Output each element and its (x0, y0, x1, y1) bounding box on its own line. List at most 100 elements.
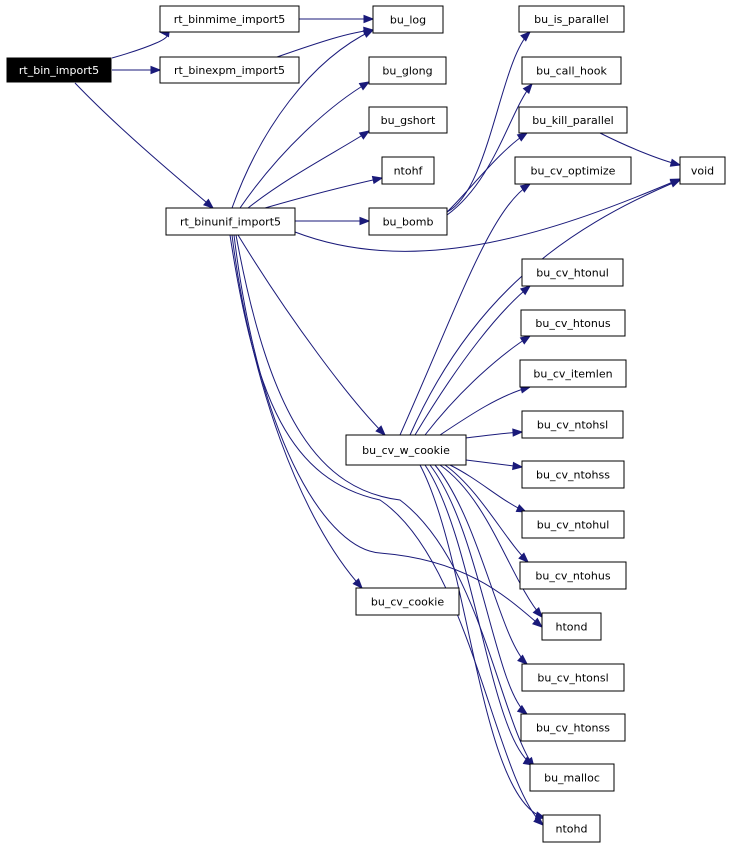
edge-line (424, 335, 531, 436)
node-bu-gshort[interactable]: bu_gshort (368, 106, 448, 134)
node-bu-log[interactable]: bu_log (372, 5, 444, 34)
arrowhead-icon (150, 65, 162, 75)
node-label: bu_cv_cookie (371, 596, 444, 609)
node-box (345, 434, 467, 466)
edge-line (264, 177, 383, 209)
edge-line (446, 31, 531, 213)
edge-bu_cv_w_cookie-to-bu_cv_htonul (414, 285, 532, 436)
arrowhead-icon (515, 504, 528, 513)
node-htond[interactable]: htond (541, 612, 602, 641)
arrowhead-icon (519, 183, 532, 193)
edge-line (231, 29, 374, 209)
edge-rt_binunif_import5-to-void (294, 178, 682, 252)
node-bu-cv-optimize[interactable]: bu_cv_optimize (514, 156, 632, 185)
node-bu-cv-w-cookie[interactable]: bu_cv_w_cookie (345, 434, 467, 466)
arrowhead-icon (669, 179, 682, 188)
node-bu-bomb[interactable]: bu_bomb (368, 207, 448, 236)
edge-rt_binunif_import5-to-bu_malloc (235, 234, 535, 769)
node-box (159, 56, 300, 84)
edge-rt_binunif_import5-to-bu_gshort (247, 130, 371, 209)
arrowhead-icon (519, 335, 532, 345)
node-bu-cv-htonul[interactable]: bu_cv_htonul (521, 258, 624, 287)
node-box (372, 5, 444, 34)
node-bu-cv-ntohul[interactable]: bu_cv_ntohul (521, 510, 625, 539)
node-label: bu_cv_itemlen (533, 368, 612, 381)
edge-rt_binmime_import5-to-bu_log (299, 14, 375, 24)
node-box (521, 56, 622, 85)
arrowhead-icon (203, 198, 215, 209)
node-bu-kill-parallel[interactable]: bu_kill_parallel (518, 106, 628, 134)
node-bu-cv-ntohsl[interactable]: bu_cv_ntohsl (521, 410, 624, 439)
node-bu-cv-htonus[interactable]: bu_cv_htonus (520, 309, 626, 337)
node-bu-cv-htonss[interactable]: bu_cv_htonss (520, 713, 626, 742)
node-label: bu_cv_htonss (536, 722, 610, 735)
arrowhead-icon (358, 81, 371, 91)
node-label: rt_binmime_import5 (174, 13, 285, 26)
node-ntohd[interactable]: ntohd (542, 814, 601, 843)
edge-line (419, 464, 546, 819)
edge-line (449, 464, 527, 513)
node-box (521, 258, 624, 287)
node-bu-is-parallel[interactable]: bu_is_parallel (518, 5, 625, 33)
node-void[interactable]: void (679, 156, 726, 185)
edge-line (247, 130, 370, 209)
node-bu-cv-ntohss[interactable]: bu_cv_ntohss (521, 460, 625, 489)
edge-line (294, 178, 681, 252)
node-label: bu_cv_ntohsl (537, 419, 608, 432)
arrowhead-icon (358, 130, 371, 140)
node-ntohf[interactable]: ntohf (381, 156, 435, 185)
edge-layer (74, 14, 682, 826)
node-bu-malloc[interactable]: bu_malloc (529, 763, 615, 792)
edge-rt_binunif_import5-to-ntohd (229, 234, 545, 826)
node-box (520, 713, 626, 742)
edge-bu_cv_w_cookie-to-ntohd (419, 464, 547, 820)
node-label: bu_cv_htonul (536, 267, 609, 280)
edge-rt_binunif_import5-to-bu_bomb (295, 216, 371, 226)
node-label: bu_cv_ntohul (537, 519, 610, 532)
edge-bu_cv_w_cookie-to-htond (439, 464, 543, 619)
edge-bu_cv_w_cookie-to-bu_cv_htonus (424, 335, 532, 436)
arrowhead-icon (371, 175, 384, 185)
edge-line (439, 464, 543, 618)
node-box (519, 359, 627, 388)
edge-bu_cv_w_cookie-to-bu_cv_itemlen (439, 385, 532, 436)
edge-bu_bomb-to-bu_is_parallel (446, 31, 532, 213)
edge-bu_cv_w_cookie-to-bu_cv_ntohus (444, 464, 529, 563)
edge-line (233, 234, 543, 628)
node-rt-binunif-import5[interactable]: rt_binunif_import5 (165, 207, 296, 236)
arrowhead-icon (522, 82, 533, 94)
arrowhead-icon (518, 552, 529, 563)
node-label: bu_gshort (381, 114, 436, 127)
node-box (368, 207, 448, 236)
edge-line (446, 132, 528, 213)
node-label: bu_cv_ntohss (536, 469, 610, 482)
node-bu-call-hook[interactable]: bu_call_hook (521, 56, 622, 85)
node-box (381, 156, 435, 185)
edge-bu_cv_w_cookie-to-bu_cv_optimize (399, 183, 532, 436)
node-box (542, 814, 601, 843)
edge-bu_cv_w_cookie-to-bu_malloc (424, 464, 535, 766)
node-bu-glong[interactable]: bu_glong (368, 56, 447, 85)
node-box (368, 56, 447, 85)
node-label: bu_call_hook (536, 65, 607, 78)
node-box (159, 5, 300, 33)
edge-line (446, 83, 533, 216)
node-rt-bin-import5[interactable]: rt_bin_import5 (6, 57, 112, 83)
node-box (518, 106, 628, 134)
edge-rt_binunif_import5-to-htond (233, 234, 544, 628)
edge-bu_cv_w_cookie-to-bu_cv_ntohss (465, 459, 524, 471)
node-bu-cv-ntohus[interactable]: bu_cv_ntohus (519, 561, 627, 590)
edge-line (237, 234, 386, 436)
node-bu-cv-itemlen[interactable]: bu_cv_itemlen (519, 359, 627, 388)
edge-bu_cv_w_cookie-to-bu_cv_htonss (429, 464, 529, 715)
node-rt-binmime-import5[interactable]: rt_binmime_import5 (159, 5, 300, 33)
edge-rt_binunif_import5-to-bu_cv_w_cookie (237, 234, 386, 436)
node-label: bu_is_parallel (534, 13, 609, 26)
node-label: rt_binunif_import5 (180, 216, 281, 229)
arrowhead-icon (520, 31, 532, 42)
node-label: rt_bin_import5 (19, 64, 99, 77)
node-rt-binexpm-import5[interactable]: rt_binexpm_import5 (159, 56, 300, 84)
edge-rt_bin_import5-to-rt_binmime_import5 (111, 28, 170, 59)
node-bu-cv-cookie[interactable]: bu_cv_cookie (355, 587, 460, 616)
node-bu-cv-htonsl[interactable]: bu_cv_htonsl (521, 663, 625, 692)
